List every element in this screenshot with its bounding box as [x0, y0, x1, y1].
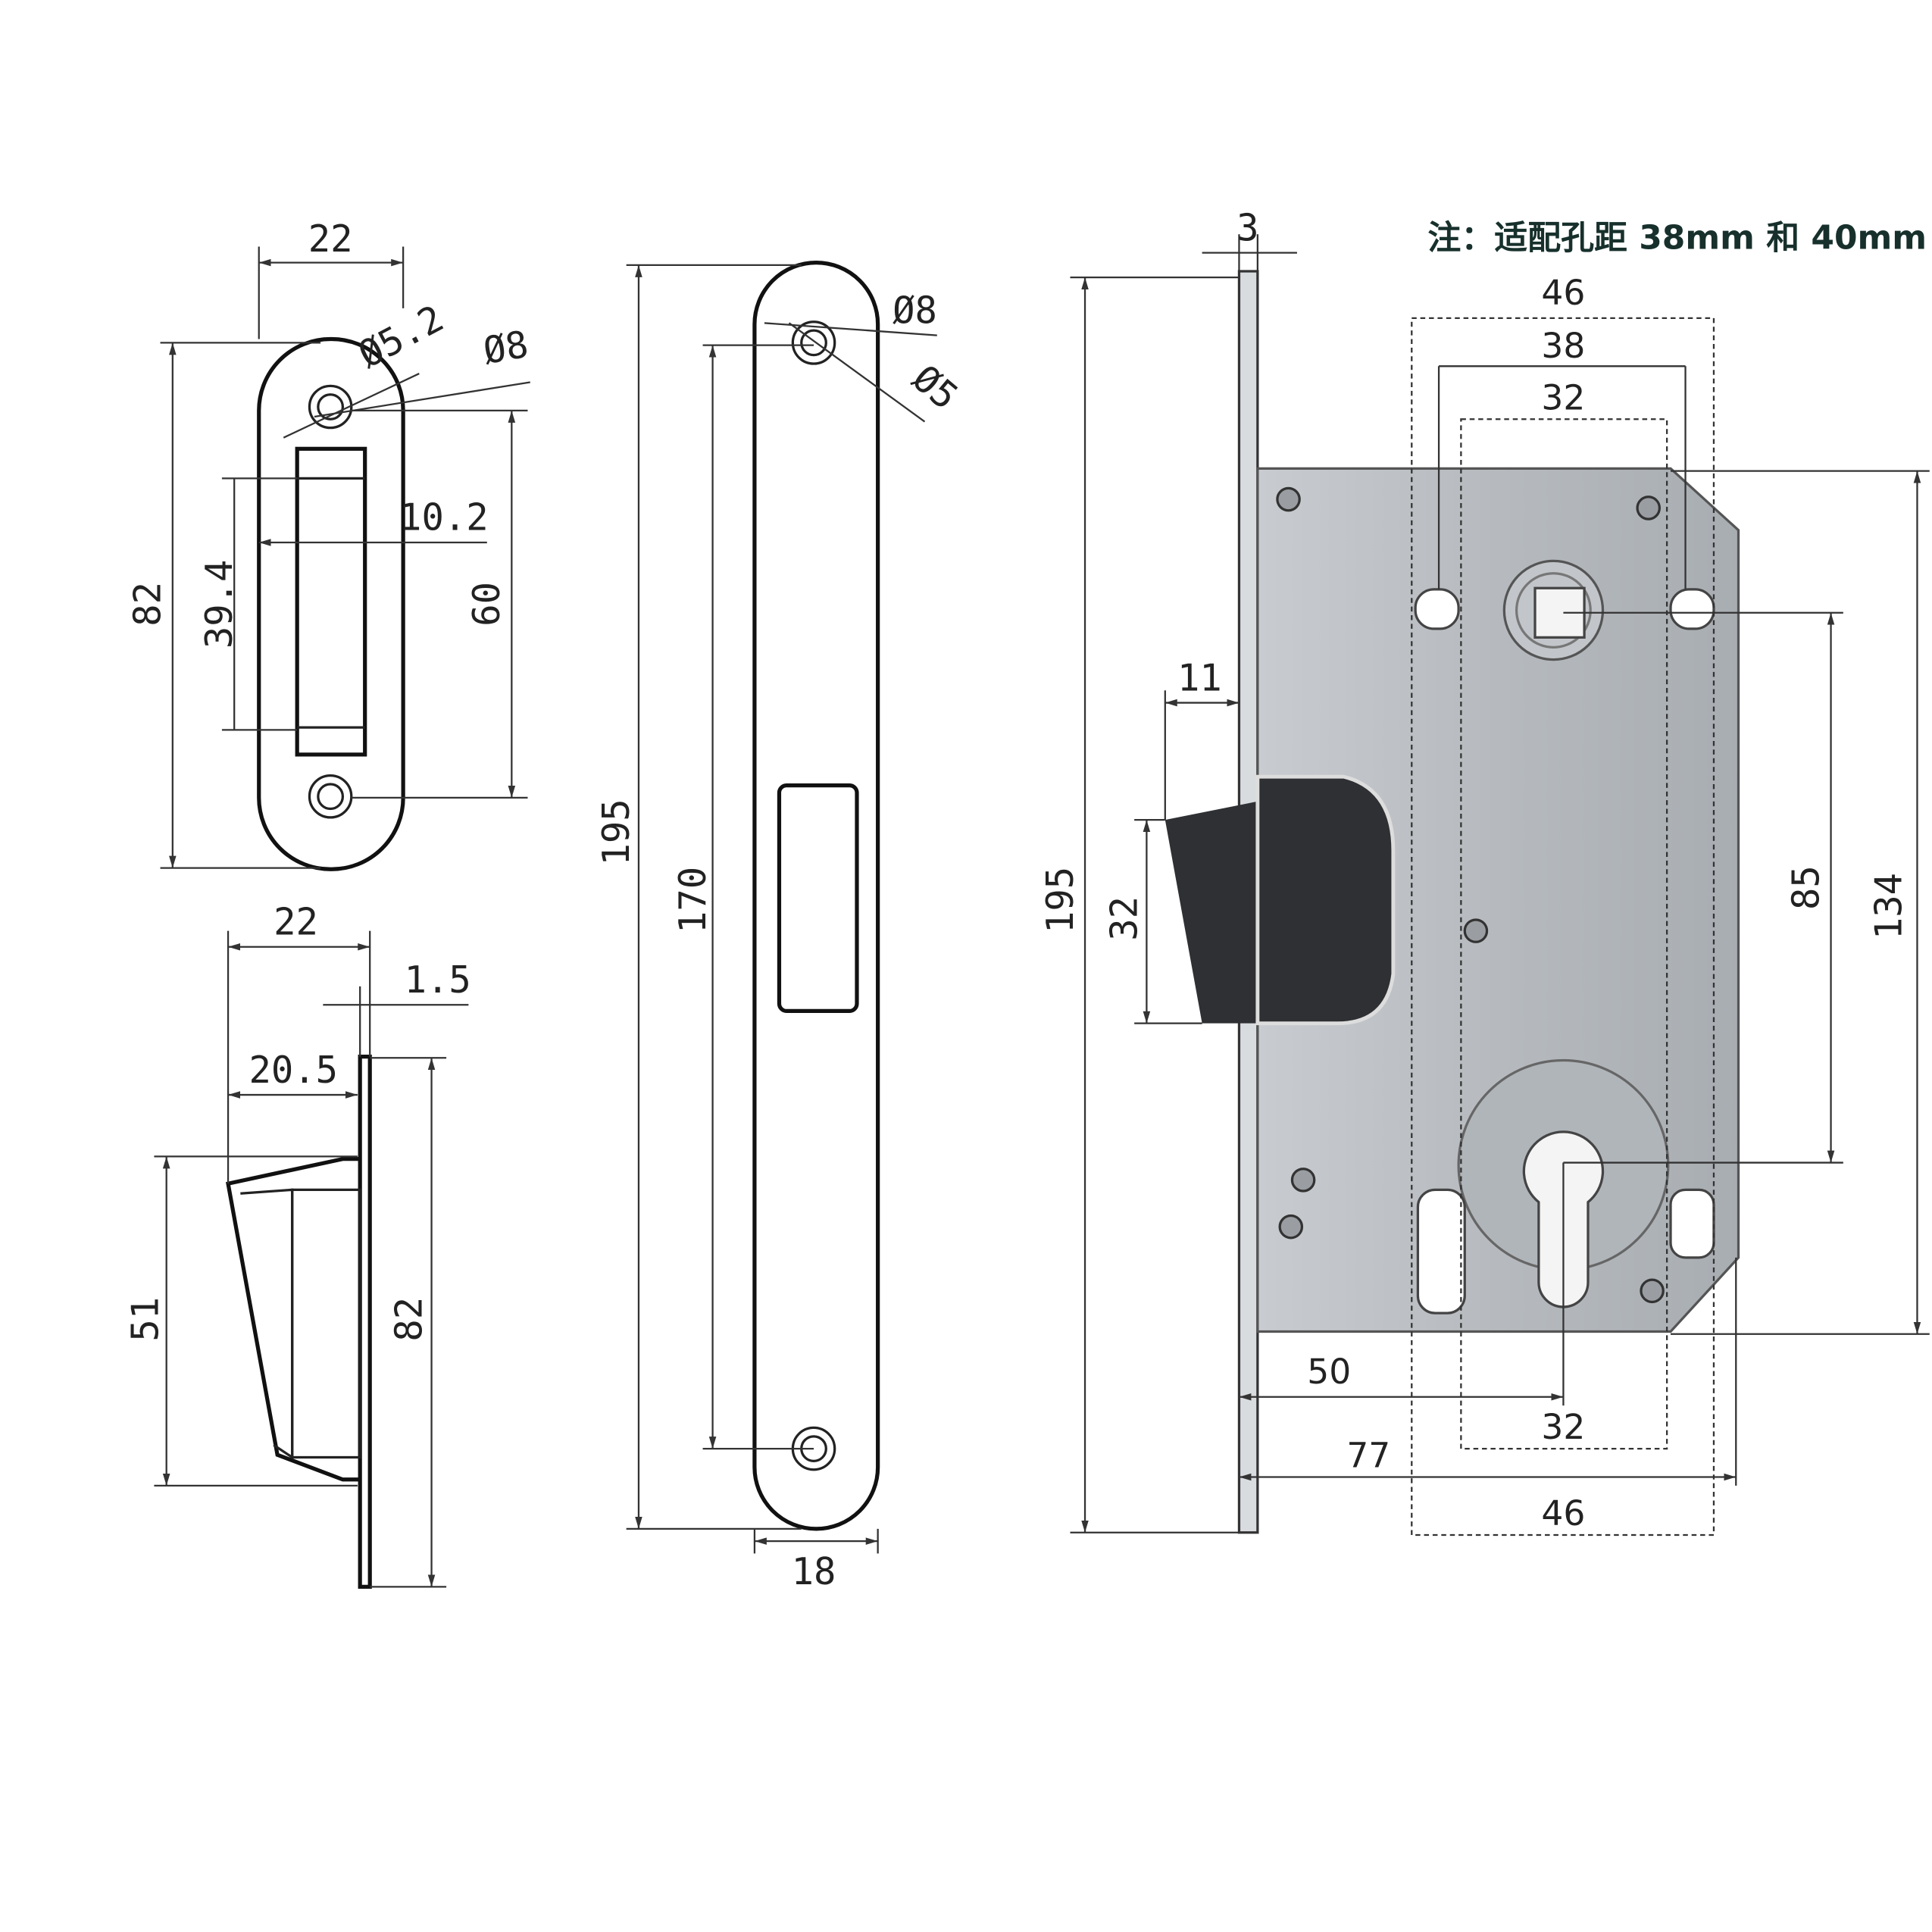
dim-latch-projection: 11 [1177, 656, 1222, 699]
dim-thickness: 1.5 [405, 958, 471, 1002]
dim-hole-outer: Ø8 [480, 323, 532, 373]
dim-body-depth: 77 [1346, 1436, 1390, 1476]
dim-lock-height: 195 [1039, 867, 1082, 933]
faceplate-drawing: 195 170 18 Ø8 Ø5 [595, 261, 967, 1593]
dim-body-height: 134 [1867, 873, 1910, 939]
dim-box-height: 51 [123, 1297, 167, 1342]
dim-outer-width-top: 46 [1541, 273, 1585, 313]
dim-slot-width: 10.2 [399, 496, 489, 539]
dim-width: 22 [308, 217, 353, 261]
dim-center-distance: 85 [1784, 865, 1827, 910]
note-hole-distance: 注：适配孔距 38mm 和 40mm [1427, 219, 1927, 258]
strike-plate-front: 22 82 39.4 60 10.2 Ø5.2 Ø8 [127, 217, 532, 871]
dim-latch-height: 32 [1102, 896, 1146, 941]
dim-slot-length: 39.4 [198, 560, 241, 649]
dim-inner-width-bottom: 32 [1541, 1407, 1585, 1447]
dim-side-height: 82 [388, 1297, 431, 1342]
dim-depth: 20.5 [249, 1049, 339, 1092]
dim-backset: 50 [1307, 1352, 1351, 1392]
dim-faceplate-height: 195 [595, 799, 638, 865]
lock-body-drawing: 注：适配孔距 38mm 和 40mm 3 195 11 32 [1039, 206, 1930, 1537]
strike-plate-side: 22 1.5 20.5 51 82 [123, 901, 471, 1589]
dim-faceplate-hole-spacing: 170 [671, 867, 714, 933]
latch-bolt [1165, 801, 1258, 1024]
dim-height: 82 [127, 582, 170, 627]
dim-faceplate-hole-inner: Ø5 [905, 357, 967, 418]
dim-faceplate-thickness: 3 [1236, 206, 1258, 249]
dim-hole-inner: Ø5.2 [352, 297, 451, 377]
dim-side-width: 22 [274, 901, 318, 944]
dim-hole-distance: 38 [1541, 326, 1585, 366]
dim-outer-width-bottom: 46 [1541, 1493, 1585, 1533]
dim-faceplate-hole-outer: Ø8 [893, 289, 937, 332]
dim-hole-spacing: 60 [465, 582, 508, 627]
dim-faceplate-width: 18 [792, 1550, 836, 1593]
dim-inner-width-top: 32 [1541, 377, 1585, 417]
